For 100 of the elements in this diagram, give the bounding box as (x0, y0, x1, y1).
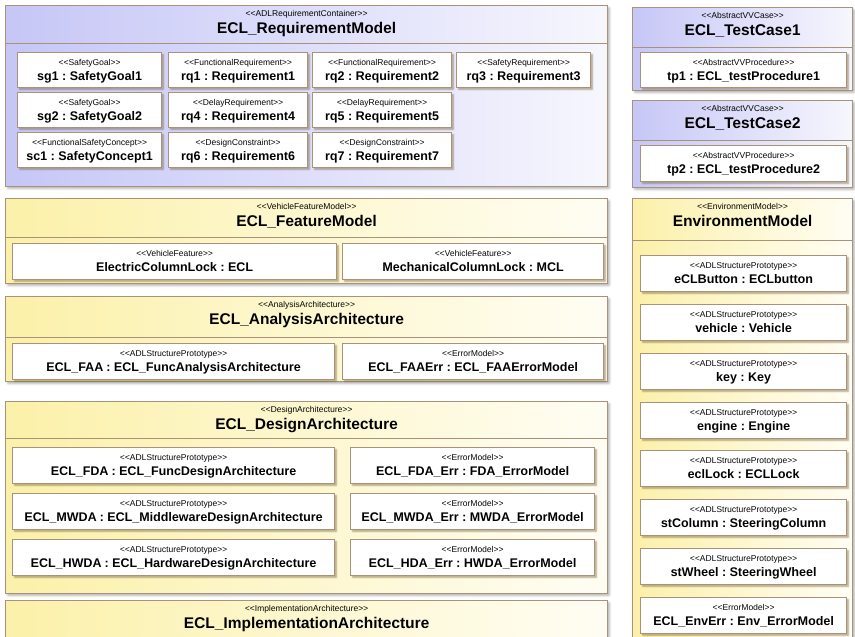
part-box (12, 447, 335, 484)
part-name-text: ECL_FAAErr : ECL_FAAErrorModel (368, 359, 578, 375)
stereotype-text: <<DesignConstraint>> (339, 136, 425, 148)
part-name-text: ECL_FDA : ECL_FuncDesignArchitecture (50, 463, 296, 479)
stereotype-text: <<ADLStructurePrototype>> (120, 452, 228, 463)
stereotype-text: <<ADLStructurePrototype>> (690, 553, 798, 564)
title-text: EnvironmentModel (672, 212, 812, 232)
stereotype-text: <<ErrorModel>> (712, 602, 774, 613)
stereotype-text: <<SafetyGoal>> (58, 56, 120, 68)
part-box (17, 132, 162, 168)
part-box (12, 243, 337, 280)
stereotype-text: <<AbstractVVProcedure>> (692, 56, 794, 68)
part-box (640, 548, 847, 585)
stereotype-text: <<DelayRequirement>> (192, 96, 284, 108)
stereotype-text: <<SafetyGoal>> (58, 96, 120, 108)
part-box (12, 343, 335, 380)
stereotype-text: <<SafetyRequirement>> (477, 56, 570, 68)
container-box (5, 296, 608, 382)
stereotype-text: <<ADLRequirementContainer>> (246, 8, 368, 19)
part-name-text: ECL_FDA_Err : FDA_ErrorModel (376, 463, 570, 479)
container-box (632, 100, 853, 188)
part-name-text: rq3 : Requirement3 (466, 68, 580, 84)
part-box (640, 52, 847, 88)
stereotype-text: <<ImplementationArchitecture>> (244, 603, 368, 614)
stereotype-text: <<ADLStructurePrototype>> (120, 544, 228, 555)
part-name-text: tp2 : ECL_testProcedure2 (667, 161, 820, 177)
part-box (456, 52, 591, 88)
part-name-text: rq1 : Requirement1 (181, 68, 295, 84)
stereotype-text: <<ADLStructurePrototype>> (690, 455, 798, 466)
title-text: ECL_TestCase2 (684, 114, 800, 134)
part-name-text: MechanicalColumnLock : MCL (382, 259, 564, 275)
part-name-text: vehicle : Vehicle (695, 320, 792, 336)
stereotype-text: <<ErrorModel>> (442, 348, 504, 359)
stereotype-text: <<AbstractVVCase>> (701, 103, 784, 114)
part-box (17, 92, 162, 128)
part-box (350, 493, 595, 530)
title-text: ECL_AnalysisArchitecture (209, 310, 404, 330)
part-name-text: tp1 : ECL_testProcedure1 (667, 68, 820, 84)
stereotype-text: <<FunctionalSafetyConcept>> (32, 136, 147, 148)
stereotype-text: <<ADLStructurePrototype>> (120, 498, 228, 509)
part-box (12, 539, 335, 576)
part-name-text: stColumn : SteeringColumn (660, 515, 826, 531)
container-box (5, 5, 608, 187)
part-box (350, 539, 595, 576)
part-name-text: sg2 : SafetyGoal2 (37, 108, 142, 124)
stereotype-text: <<EnvironmentModel>> (697, 201, 788, 212)
part-box (342, 343, 604, 380)
stereotype-text: <<FunctionalRequirement>> (184, 56, 292, 68)
stereotype-text: <<DelayRequirement>> (336, 96, 428, 108)
part-name-text: rq4 : Requirement4 (181, 108, 295, 124)
stereotype-text: <<VehicleFeatureModel>> (256, 201, 356, 212)
stereotype-text: <<VehicleFeature>> (434, 248, 512, 259)
part-box (640, 255, 847, 292)
title-text: ECL_FeatureModel (236, 212, 377, 232)
part-box (342, 243, 604, 280)
part-box (312, 132, 452, 168)
part-box (350, 447, 595, 484)
part-name-text: sg1 : SafetyGoal1 (37, 68, 142, 84)
stereotype-text: <<DesignArchitecture>> (260, 404, 352, 415)
stereotype-text: <<ErrorModel>> (442, 452, 504, 463)
part-box (640, 353, 847, 390)
container-box (632, 7, 853, 91)
part-name-text: engine : Engine (696, 418, 790, 434)
part-box (168, 52, 308, 88)
part-name-text: rq7 : Requirement7 (325, 148, 439, 164)
part-name-text: eCLButton : ECLbutton (674, 271, 813, 287)
stereotype-text: <<ADLStructurePrototype>> (120, 348, 228, 359)
title-text: ECL_RequirementModel (216, 19, 396, 39)
part-box (640, 304, 847, 341)
stereotype-text: <<DesignConstraint>> (195, 136, 281, 148)
part-name-text: sc1 : SafetyConcept1 (26, 148, 153, 164)
part-box (640, 402, 847, 439)
part-name-text: rq5 : Requirement5 (325, 108, 439, 124)
title-text: ECL_ImplementationArchitecture (184, 614, 430, 634)
container-box (5, 198, 608, 284)
stereotype-text: <<ADLStructurePrototype>> (690, 309, 798, 320)
part-name-text: rq6 : Requirement6 (181, 148, 295, 164)
container-box (5, 600, 608, 637)
stereotype-text: <<AnalysisArchitecture>> (258, 299, 355, 310)
part-box (12, 493, 335, 530)
part-box (640, 145, 847, 182)
stereotype-text: <<ADLStructurePrototype>> (690, 407, 798, 418)
part-box (640, 450, 847, 487)
part-name-text: key : Key (716, 369, 771, 385)
stereotype-text: <<ErrorModel>> (442, 498, 504, 509)
part-name-text: ECL_EnvErr : Env_ErrorModel (653, 613, 834, 629)
part-name-text: ElectricColumnLock : ECL (96, 259, 253, 275)
part-box (17, 52, 162, 88)
part-name-text: ECL_MWDA : ECL_MiddlewareDesignArchitecture (24, 509, 323, 525)
title-text: ECL_TestCase1 (684, 21, 800, 41)
part-name-text: ECL_MWDA_Err : MWDA_ErrorModel (361, 509, 584, 525)
part-name-text: ECL_FAA : ECL_FuncAnalysisArchitecture (46, 359, 301, 375)
part-name-text: rq2 : Requirement2 (325, 68, 439, 84)
stereotype-text: <<ADLStructurePrototype>> (690, 260, 798, 271)
stereotype-text: <<AbstractVVCase>> (701, 10, 784, 21)
part-name-text: ECL_HDA_Err : HWDA_ErrorModel (368, 555, 576, 571)
container-box (5, 401, 608, 594)
stereotype-text: <<FunctionalRequirement>> (328, 56, 436, 68)
title-text: ECL_DesignArchitecture (215, 415, 398, 435)
part-box (168, 92, 308, 128)
